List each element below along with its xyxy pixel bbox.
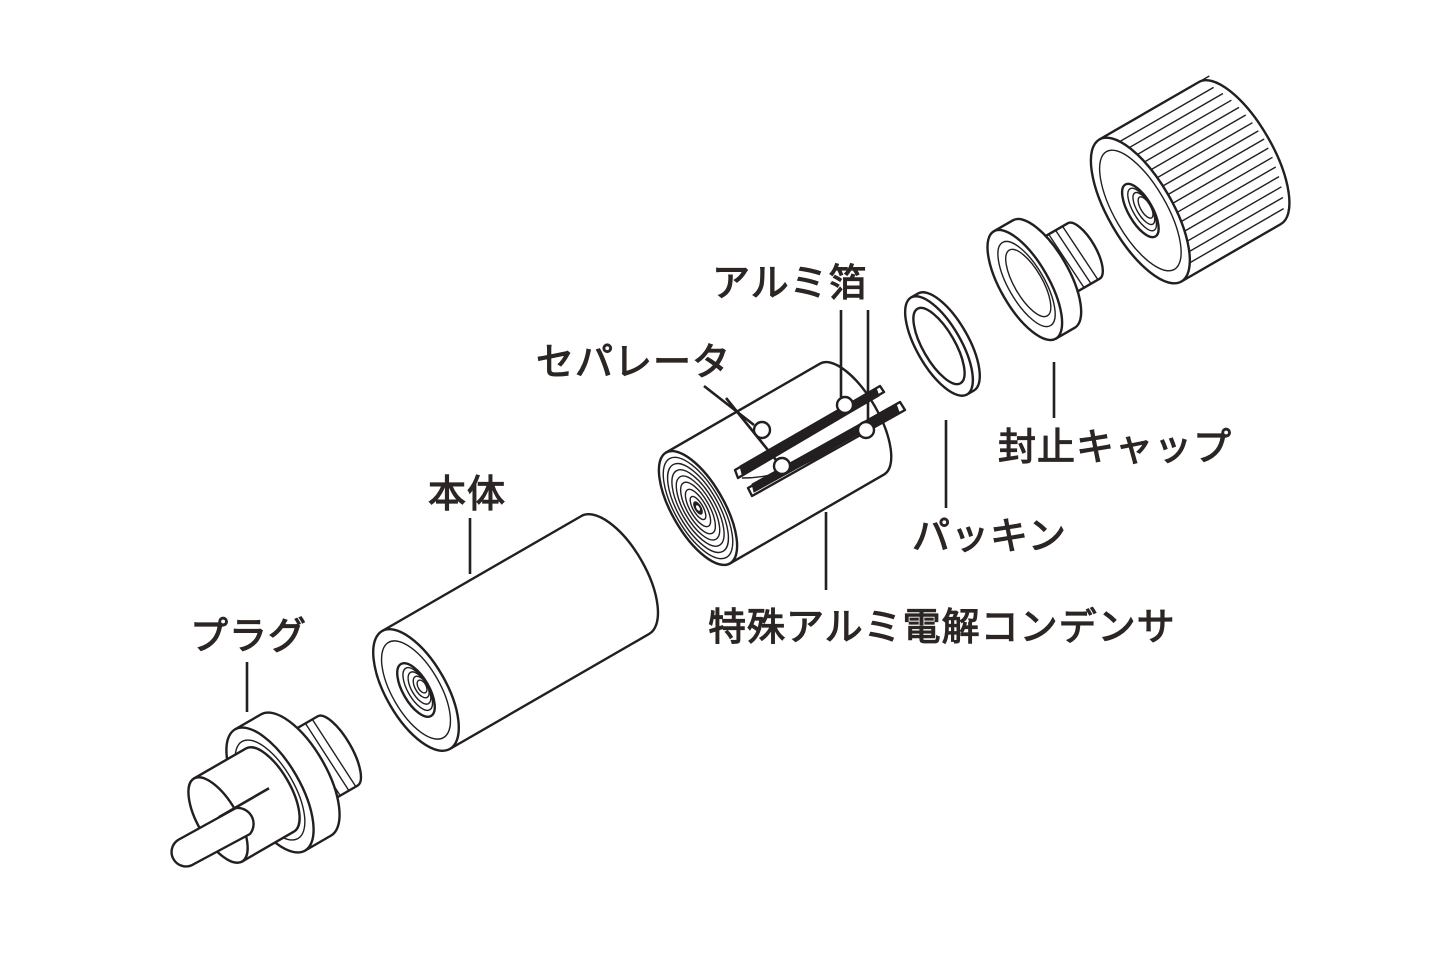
plug [170,711,363,868]
label-capacitor: 特殊アルミ電解コンデンサ [708,605,1176,649]
main-body [372,513,660,752]
label-plug: プラグ [190,614,307,658]
label-separator: セパレータ [536,340,731,384]
label-aluminum-foil: アルミ箔 [712,261,868,305]
label-sealing-cap: 封止キャップ [998,425,1232,469]
knurled-nut [1089,75,1291,285]
label-packing: パッキン [912,514,1067,558]
packing-ring [903,291,981,397]
capacitor-roll [657,360,907,567]
leader-lines [245,310,1056,712]
sealing-cap [986,217,1104,342]
label-body: 本体 [428,472,506,516]
